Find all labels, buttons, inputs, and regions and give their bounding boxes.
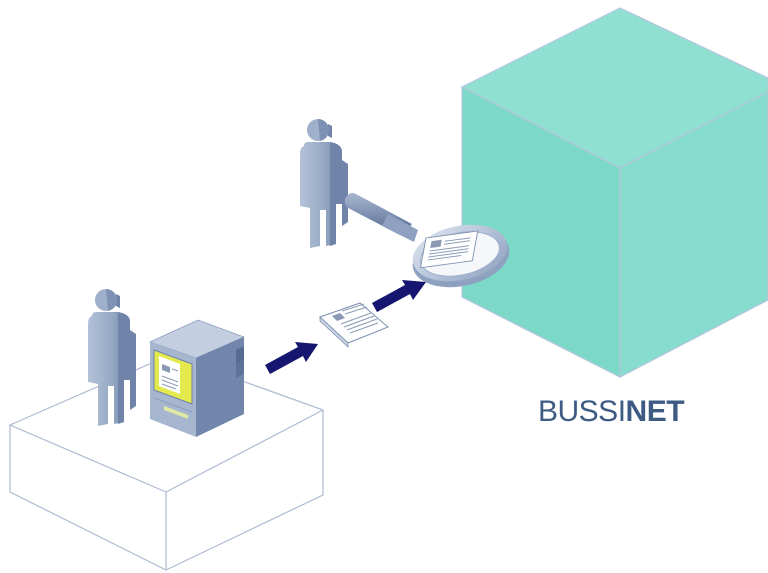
arrow-right-icon (265, 342, 318, 374)
brand-label-light: BUSSI (538, 395, 626, 428)
bussinet-cube (460, 7, 768, 378)
brand-label-bold: NET (625, 395, 685, 428)
brand-label: BUSSINET (538, 394, 685, 430)
document-icon (319, 302, 389, 348)
person-icon (88, 289, 136, 426)
computer-icon (148, 319, 246, 437)
cube-right-face (619, 91, 768, 378)
magnifying-glass-icon (344, 192, 510, 288)
person-icon (300, 119, 348, 248)
arrow-right-icon (372, 280, 426, 312)
